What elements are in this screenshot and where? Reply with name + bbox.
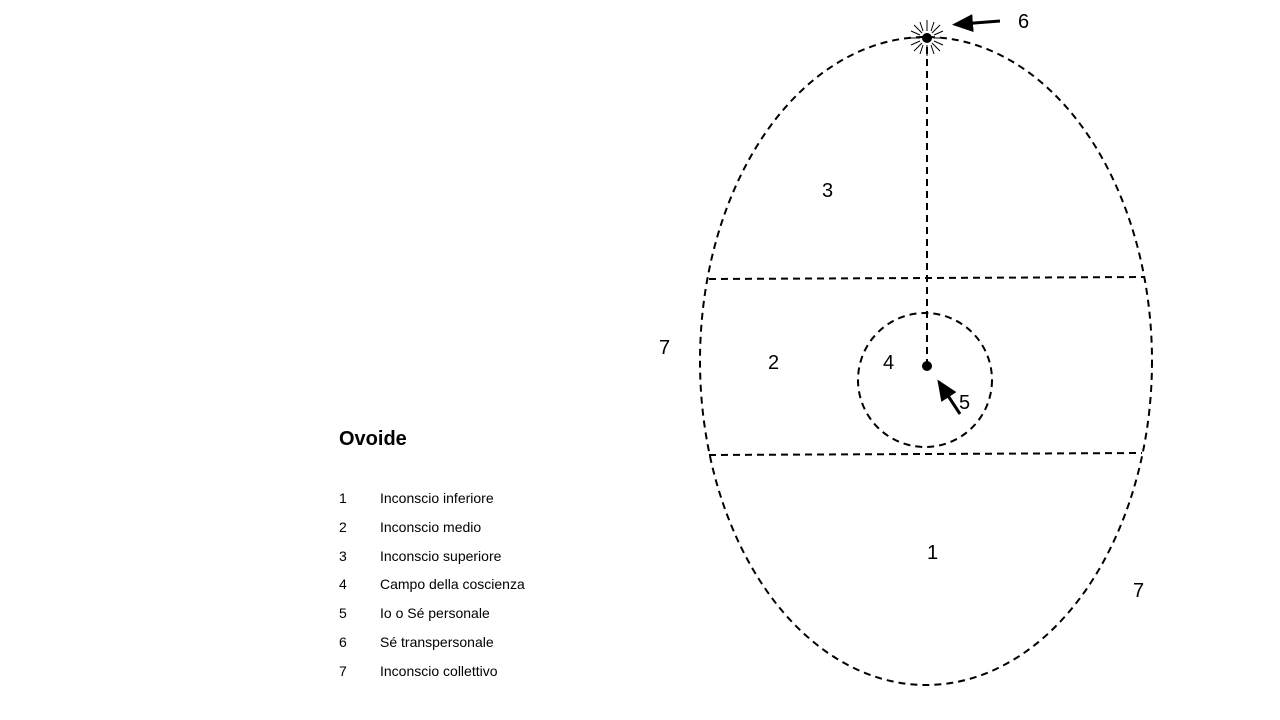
label-lower-unconscious: 1: [927, 542, 938, 564]
legend-item-number: 6: [339, 633, 347, 650]
legend-item-label: Inconscio collettivo: [380, 662, 498, 679]
legend-item-label: Inconscio inferiore: [380, 490, 494, 506]
legend-item: 3 Inconscio superiore: [339, 547, 525, 576]
label-middle-unconscious: 2: [768, 352, 779, 374]
legend-item-label: Sé transpersonale: [380, 633, 494, 650]
lower-divider: [708, 452, 1143, 456]
legend-item-number: 5: [339, 605, 347, 622]
personal-self-dot: [922, 361, 932, 371]
legend-item-label: Campo della coscienza: [380, 576, 525, 593]
legend-item-label: Io o Sé personale: [380, 605, 490, 622]
legend-item: 7 Inconscio collettivo: [339, 662, 525, 691]
outer-egg-boundary: [699, 36, 1153, 686]
legend-item: 5 Io o Sé personale: [339, 604, 525, 633]
legend-item: 2 Inconscio medio: [339, 518, 525, 547]
legend-item-number: 2: [339, 518, 347, 535]
legend-item-number: 3: [339, 547, 347, 564]
label-collective-unconscious-left: 7: [659, 337, 670, 359]
label-upper-unconscious: 3: [822, 180, 833, 202]
legend-item-number: 1: [339, 490, 347, 506]
legend-item-number: 7: [339, 662, 347, 679]
transpersonal-arrow: [952, 14, 1001, 33]
legend-title: Ovoide: [339, 428, 407, 450]
legend-item: 1 Inconscio inferiore: [339, 489, 525, 518]
legend-item-label: Inconscio medio: [380, 518, 482, 535]
legend-item-label: Inconscio superiore: [380, 547, 502, 564]
label-collective-unconscious-right: 7: [1133, 580, 1144, 602]
label-field-of-consciousness: 4: [883, 352, 894, 374]
label-personal-self: 5: [959, 392, 970, 414]
label-transpersonal-self: 6: [1018, 11, 1029, 33]
field-of-consciousness-circle: [857, 312, 993, 448]
personal-self-arrow: [937, 379, 962, 415]
legend-item-number: 4: [339, 576, 347, 593]
legend-item: 4 Campo della coscienza: [339, 575, 525, 604]
legend-item: 6 Sé transpersonale: [339, 633, 525, 662]
transpersonal-self-star-icon: [909, 20, 945, 56]
